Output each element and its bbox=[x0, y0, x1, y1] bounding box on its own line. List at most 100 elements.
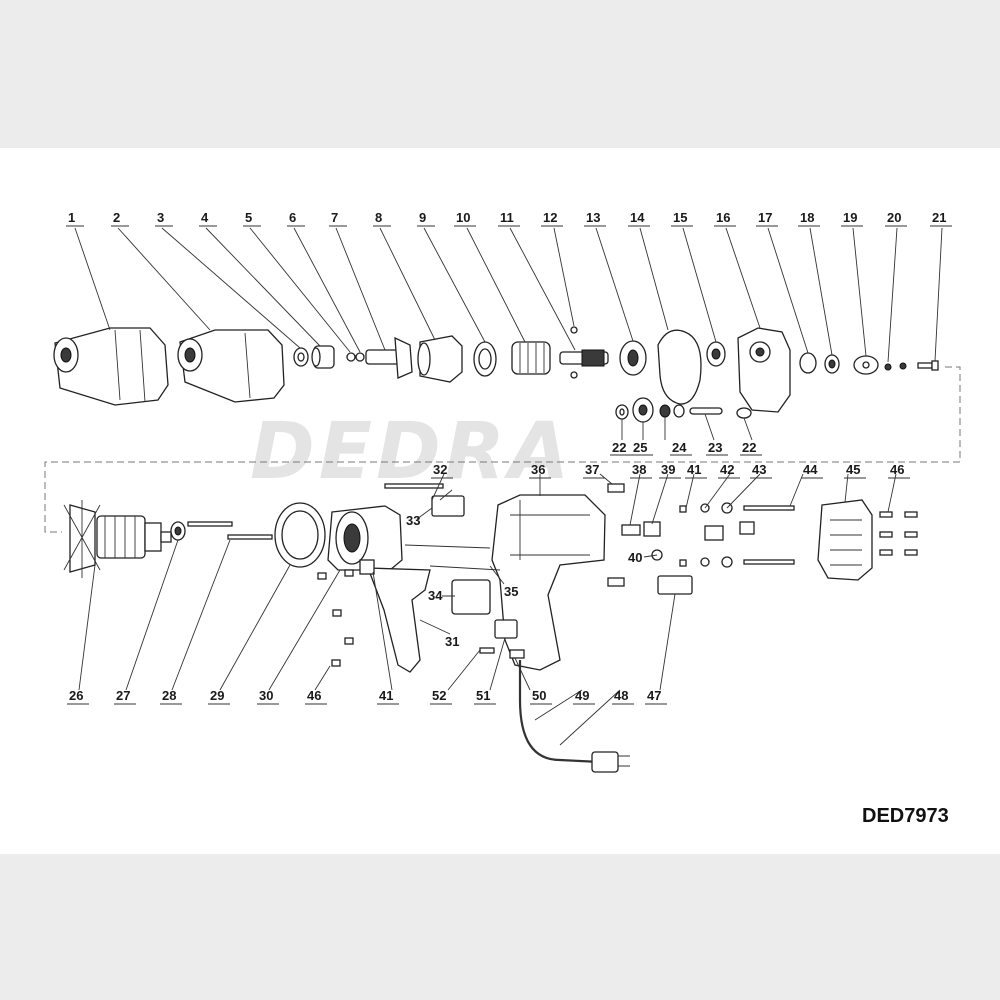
callout-52: 52 bbox=[432, 688, 446, 703]
part-22-washer-a bbox=[615, 404, 629, 420]
assembly-guide-line bbox=[44, 366, 961, 533]
callout-24: 24 bbox=[672, 440, 687, 455]
part-9-spring-washer bbox=[473, 341, 497, 377]
part-10-spring bbox=[511, 341, 551, 375]
callout-27: 27 bbox=[116, 688, 130, 703]
callout-32: 32 bbox=[433, 462, 447, 477]
part-50-cord-guard bbox=[509, 649, 525, 659]
callout-23: 23 bbox=[708, 440, 722, 455]
callout-30: 30 bbox=[259, 688, 273, 703]
part-16-intermediate-housing bbox=[737, 327, 791, 413]
part-36-motor-housing bbox=[491, 494, 606, 671]
callout-26: 26 bbox=[69, 688, 83, 703]
callout-47: 47 bbox=[647, 688, 661, 703]
part-1-front-housing bbox=[53, 327, 169, 406]
part-14-gasket bbox=[657, 329, 702, 405]
part-49-power-cord bbox=[518, 660, 601, 764]
callout-10: 10 bbox=[456, 210, 470, 225]
callout-8: 8 bbox=[375, 210, 382, 225]
part-12-steel-ball bbox=[570, 326, 578, 379]
part-38-carbon-brush bbox=[621, 524, 641, 536]
part-25-planet-gear bbox=[632, 397, 654, 423]
part-52-screw bbox=[479, 647, 495, 654]
part-30-stator bbox=[327, 505, 403, 571]
part-26-armature bbox=[63, 500, 172, 578]
callout-39: 39 bbox=[661, 462, 675, 477]
callout-46b: 46 bbox=[307, 688, 321, 703]
callout-12: 12 bbox=[543, 210, 557, 225]
callout-17: 17 bbox=[758, 210, 772, 225]
part-34-switch bbox=[451, 579, 491, 615]
callout-36: 36 bbox=[531, 462, 545, 477]
model-code: DED7973 bbox=[862, 805, 949, 827]
part-35-wires bbox=[404, 544, 501, 571]
part-41-handle-half bbox=[359, 559, 375, 575]
part-23-pin bbox=[689, 407, 723, 415]
callout-21: 21 bbox=[932, 210, 946, 225]
callout-41b: 41 bbox=[379, 688, 393, 703]
leader-lines bbox=[74, 227, 943, 746]
callout-19: 19 bbox=[843, 210, 857, 225]
callout-3: 3 bbox=[157, 210, 164, 225]
callout-51: 51 bbox=[476, 688, 490, 703]
callout-49: 49 bbox=[575, 688, 589, 703]
part-24-bushing bbox=[659, 404, 685, 418]
callout-42: 42 bbox=[720, 462, 734, 477]
part-20-washer bbox=[884, 362, 907, 371]
part-21-screw bbox=[917, 360, 939, 371]
callout-37: 37 bbox=[585, 462, 599, 477]
callout-44: 44 bbox=[803, 462, 818, 477]
callout-38: 38 bbox=[632, 462, 646, 477]
callout-35: 35 bbox=[504, 584, 518, 599]
part-45-rear-cover bbox=[817, 499, 873, 581]
part-18-bearing bbox=[824, 354, 840, 374]
callout-22a: 22 bbox=[612, 440, 626, 455]
callout-25: 25 bbox=[633, 440, 647, 455]
part-22-washer-b bbox=[736, 407, 752, 419]
part-43-nut bbox=[704, 502, 755, 568]
part-47-label bbox=[657, 575, 693, 595]
part-13-gear bbox=[619, 340, 647, 376]
callout-9: 9 bbox=[419, 210, 426, 225]
callout-7: 7 bbox=[331, 210, 338, 225]
callout-43: 43 bbox=[752, 462, 766, 477]
callout-14: 14 bbox=[630, 210, 645, 225]
part-46-screws-left bbox=[317, 569, 354, 667]
callout-1: 1 bbox=[68, 210, 75, 225]
callout-18: 18 bbox=[800, 210, 814, 225]
callout-20: 20 bbox=[887, 210, 901, 225]
callout-underlines bbox=[66, 225, 952, 705]
callout-15: 15 bbox=[673, 210, 687, 225]
part-2-gear-housing bbox=[177, 329, 285, 403]
part-4-bushing bbox=[311, 345, 335, 369]
part-11-spindle bbox=[559, 349, 609, 367]
callout-41a: 41 bbox=[687, 462, 701, 477]
callout-5: 5 bbox=[245, 210, 252, 225]
part-3-washer bbox=[293, 347, 309, 367]
callout-46a: 46 bbox=[890, 462, 904, 477]
callout-31: 31 bbox=[445, 634, 459, 649]
part-31-handle bbox=[367, 567, 431, 673]
part-46-screws-right bbox=[879, 511, 918, 556]
watermark-logo: DEDRA bbox=[250, 407, 573, 497]
part-48-plug bbox=[591, 751, 630, 773]
callout-45: 45 bbox=[846, 462, 860, 477]
part-41-contact bbox=[679, 505, 687, 567]
callout-11: 11 bbox=[500, 210, 514, 225]
part-7-anvil bbox=[365, 336, 413, 379]
callout-2: 2 bbox=[113, 210, 120, 225]
part-17-o-ring bbox=[799, 352, 817, 374]
diagram-sheet bbox=[0, 148, 1000, 854]
callout-13: 13 bbox=[586, 210, 600, 225]
part-8-hammer bbox=[417, 335, 463, 383]
callout-16: 16 bbox=[716, 210, 730, 225]
callout-40: 40 bbox=[628, 550, 642, 565]
part-29-baffle bbox=[274, 502, 326, 568]
callout-22b: 22 bbox=[742, 440, 756, 455]
callout-labels: 1 2 3 4 5 6 7 8 9 10 11 12 13 14 15 16 1… bbox=[68, 210, 946, 703]
part-27-bearing bbox=[170, 521, 186, 541]
callout-4: 4 bbox=[201, 210, 209, 225]
callout-6: 6 bbox=[289, 210, 296, 225]
part-42-washer bbox=[700, 503, 710, 567]
